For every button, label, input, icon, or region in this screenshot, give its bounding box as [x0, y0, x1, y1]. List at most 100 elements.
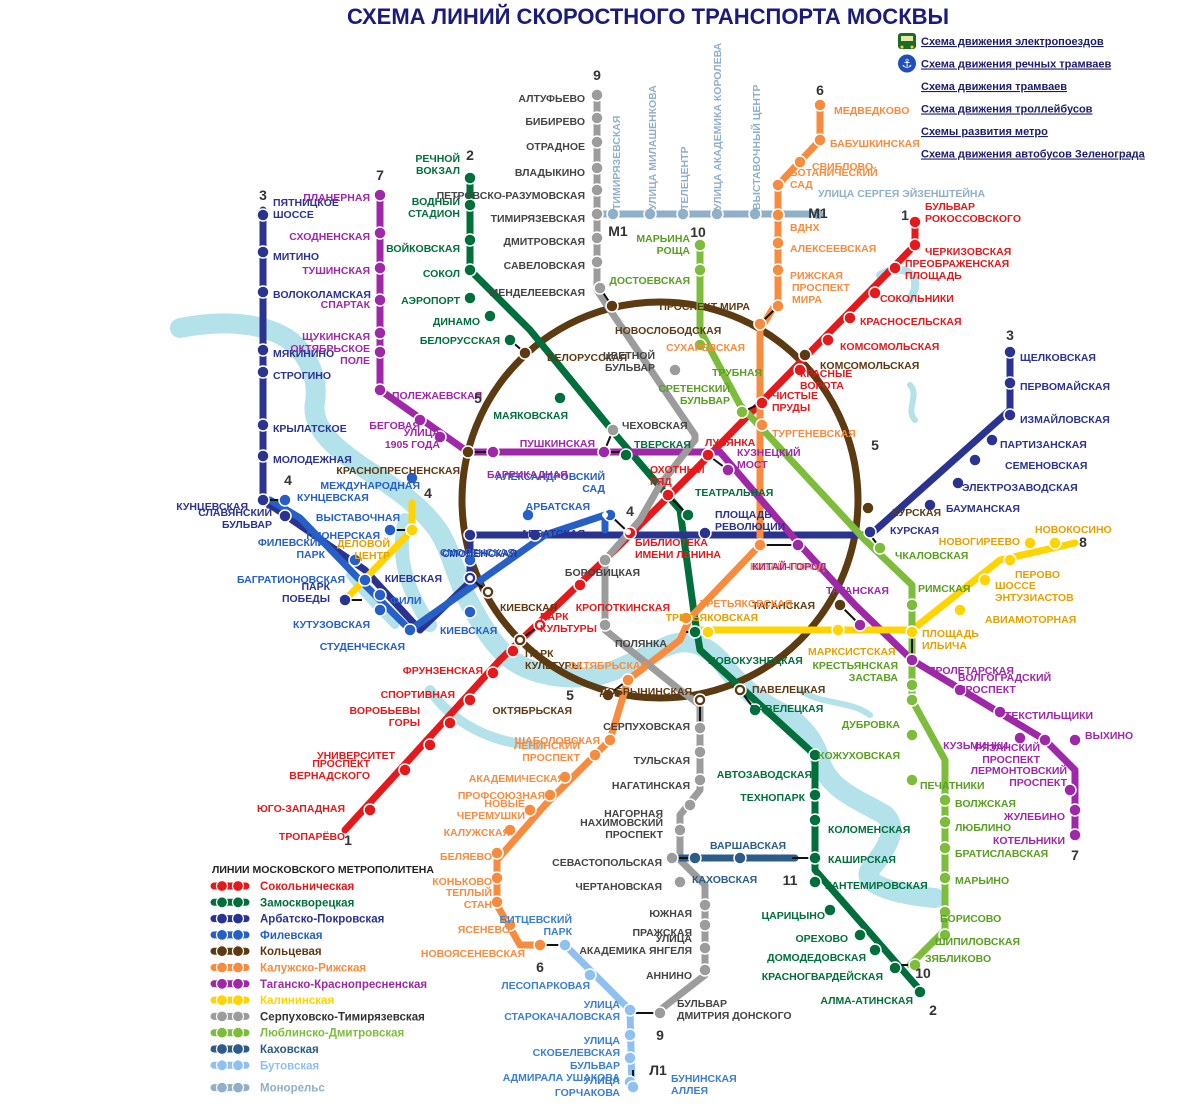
station-label[interactable]: ОТРАДНОЕ — [526, 141, 585, 153]
station-dot[interactable] — [373, 588, 387, 602]
station-label[interactable]: ФРУНЗЕНСКАЯ — [403, 665, 483, 677]
station-dot[interactable] — [905, 728, 919, 742]
station-dot[interactable] — [905, 653, 919, 667]
station-label[interactable]: ТВЕРСКАЯ — [634, 439, 691, 451]
station-label[interactable]: ПЕЧАТНИКИ — [920, 780, 985, 792]
station-label[interactable]: БАГРАТИОНОВСКАЯ — [237, 574, 345, 586]
station-label[interactable]: ЯСЕНЕВО — [458, 924, 510, 936]
station-label[interactable]: КУРСКАЯ — [892, 507, 941, 519]
station-label[interactable]: СХОДНЕНСКАЯ — [289, 231, 370, 243]
station-dot[interactable] — [938, 928, 952, 942]
station-dot[interactable] — [363, 803, 377, 817]
station-label[interactable]: КРАСНОСЕЛЬСКАЯ — [860, 316, 962, 328]
station-dot[interactable] — [278, 509, 292, 523]
station-dot[interactable] — [693, 773, 707, 787]
station-label[interactable]: АВИАМОТОРНАЯ — [985, 614, 1076, 626]
station-dot[interactable] — [593, 281, 607, 295]
station-dot[interactable] — [861, 501, 875, 515]
station-dot[interactable] — [405, 523, 419, 537]
station-label[interactable]: ДОБРЫНИНСКАЯ — [600, 686, 692, 698]
station-dot[interactable] — [256, 343, 270, 357]
station-label[interactable]: КИЕВСКАЯ — [385, 573, 442, 585]
station-label[interactable]: ТРУБНАЯ — [712, 367, 762, 379]
station-label[interactable]: КИТАЙ-ГОРОД — [750, 560, 825, 573]
station-dot[interactable] — [698, 898, 712, 912]
station-label[interactable]: КОНЬКОВО — [432, 876, 492, 888]
station-label[interactable]: КУНЦЕВСКАЯ — [297, 492, 369, 504]
station-label[interactable]: КОТЕЛЬНИКИ — [993, 835, 1065, 847]
station-label[interactable]: МЕНДЕЛЕЕВСКАЯ — [490, 287, 586, 299]
nav-link[interactable]: Схема движения электропоездов — [921, 36, 1104, 48]
station-label[interactable]: ИЗМАЙЛОВСКАЯ — [1020, 413, 1110, 426]
station-dot[interactable] — [938, 871, 952, 885]
station-label[interactable]: КАЛУЖСКАЯ — [444, 827, 510, 839]
station-dot[interactable] — [1063, 783, 1077, 797]
station-dot[interactable] — [483, 309, 497, 323]
station-dot[interactable] — [993, 705, 1007, 719]
station-dot[interactable] — [590, 231, 604, 245]
station-label[interactable]: ЛЕСОПАРКОВАЯ — [501, 980, 590, 992]
station-dot[interactable] — [808, 788, 822, 802]
station-dot[interactable] — [888, 261, 902, 275]
station-label[interactable]: ТЕЛЕЦЕНТР — [679, 147, 691, 210]
station-dot[interactable] — [985, 433, 999, 447]
station-dot[interactable] — [938, 793, 952, 807]
station-dot[interactable] — [338, 593, 352, 607]
nav-link[interactable]: Схема движения троллейбусов — [921, 104, 1093, 116]
station-dot[interactable] — [938, 905, 952, 919]
station-label[interactable]: ПУШКИНСКАЯ — [520, 438, 595, 450]
station-dot[interactable] — [503, 333, 517, 347]
station-dot[interactable] — [461, 445, 475, 459]
station-dot[interactable] — [698, 963, 712, 977]
station-label[interactable]: НОВОКОСИНО — [1035, 524, 1112, 536]
station-dot[interactable] — [256, 449, 270, 463]
station-dot[interactable] — [1068, 828, 1082, 842]
station-label[interactable]: ДУБРОВКА — [842, 719, 901, 731]
station-label[interactable]: КОМСОМОЛЬСКАЯ — [840, 341, 939, 353]
station-label[interactable]: ЖУЛЕБИНО — [1003, 811, 1065, 823]
station-dot[interactable] — [808, 813, 822, 827]
station-dot[interactable] — [753, 538, 767, 552]
station-label[interactable]: БАУМАНСКАЯ — [946, 503, 1020, 515]
station-label[interactable]: ВЫСТАВОЧНАЯ — [316, 512, 400, 524]
station-label[interactable]: ПОЛЯНКА — [615, 638, 667, 650]
station-label[interactable]: ДОСТОЕВСКАЯ — [609, 275, 690, 287]
station-label[interactable]: УЛИЦА СЕРГЕЯ ЭЙЗЕНШТЕЙНА — [818, 187, 986, 200]
station-label[interactable]: СУХАРЕВСКАЯ — [666, 342, 745, 354]
station-dot[interactable] — [808, 851, 822, 865]
station-label[interactable]: ТУШИНСКАЯ — [302, 265, 370, 277]
station-dot[interactable] — [590, 135, 604, 149]
station-label[interactable]: ЧЕРКИЗОВСКАЯ — [925, 246, 1011, 258]
station-dot[interactable] — [373, 293, 387, 307]
station-label[interactable]: АРБАТСКАЯ — [526, 501, 590, 513]
station-label[interactable]: СТУДЕНЧЕСКАЯ — [320, 641, 405, 653]
station-label[interactable]: ЛУБЯНКА — [705, 437, 756, 449]
station-label[interactable]: СМОЛЕНСКАЯ — [442, 548, 517, 560]
station-dot[interactable] — [348, 553, 362, 567]
station-label[interactable]: КРАСНОПРЕСНЕНСКАЯ — [336, 465, 460, 477]
station-label[interactable]: АВТОЗАВОДСКАЯ — [717, 769, 812, 781]
station-label[interactable]: СМОЛЕНСКАЯ — [440, 547, 515, 559]
station-label[interactable]: ЩЕЛКОВСКАЯ — [1020, 352, 1096, 364]
station-dot[interactable] — [490, 895, 504, 909]
station-label[interactable]: АРБАТСКАЯ — [521, 528, 585, 540]
station-dot[interactable] — [673, 823, 687, 837]
station-dot[interactable] — [463, 198, 477, 212]
station-dot[interactable] — [701, 448, 715, 462]
station-dot[interactable] — [573, 578, 587, 592]
station-dot[interactable] — [597, 445, 611, 459]
station-label[interactable]: ЧЕХОВСКАЯ — [622, 420, 688, 432]
station-dot[interactable] — [373, 603, 387, 617]
station-label[interactable]: ПИОНЕРСКАЯ — [306, 530, 380, 542]
station-label[interactable]: ЮГО-ЗАПАДНАЯ — [257, 803, 345, 815]
station-label[interactable]: ТИМИРЯЗЕВСКАЯ — [611, 116, 623, 210]
station-label[interactable]: УЛИЦА МИЛАШЕНКОВА — [647, 85, 659, 210]
station-dot[interactable] — [733, 851, 747, 865]
